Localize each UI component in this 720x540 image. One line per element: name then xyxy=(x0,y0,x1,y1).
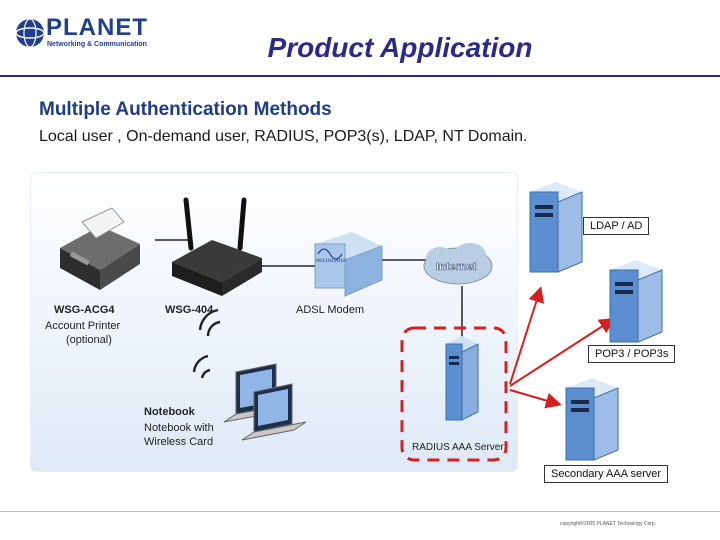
secondary-server-icon xyxy=(565,378,619,461)
ldap-server-icon xyxy=(529,182,583,273)
title-divider xyxy=(0,75,720,77)
radius-server-icon xyxy=(445,336,479,421)
modem-label: ADSL Modem xyxy=(296,304,365,316)
section-subtitle: Multiple Authentication Methods xyxy=(39,99,332,120)
methods-list: Local user , On-demand user, RADIUS, POP… xyxy=(39,128,528,145)
notebook-icon xyxy=(223,363,307,441)
planet-logo xyxy=(12,14,152,56)
copyright-text: copyright©2005 PLANET Technology Corp. xyxy=(560,521,657,527)
globe-icon xyxy=(15,18,45,48)
logo-text: PLANET xyxy=(46,14,148,41)
wireless-waves-icon xyxy=(192,308,221,379)
page-title: Product Application xyxy=(267,32,533,63)
secondary-server-label-box: Secondary AAA server xyxy=(544,465,669,483)
printer-icon xyxy=(60,207,140,290)
pop3-server-icon xyxy=(609,260,663,343)
modem-icon xyxy=(314,232,383,297)
modem-display-text: 0011010010 xyxy=(316,258,346,264)
internet-label: Internet xyxy=(436,261,477,273)
gateway-label: WSG-404 xyxy=(165,304,214,316)
notebook-label: Notebook xyxy=(144,406,195,418)
printer-caption-line1: Account Printer xyxy=(45,320,121,332)
footer-divider xyxy=(0,511,720,512)
auth-arrows xyxy=(509,286,616,409)
gateway-icon xyxy=(172,197,262,296)
notebook-caption-line1: Notebook with xyxy=(144,422,214,434)
radius-highlight-box xyxy=(400,326,508,462)
internet-cloud-icon xyxy=(423,243,493,285)
logo-tagline: Networking & Communication xyxy=(47,41,147,48)
radius-server-label: RADIUS AAA Server xyxy=(412,442,504,453)
printer-label: WSG-ACG4 xyxy=(54,304,115,316)
pop3-label-box: POP3 / POP3s xyxy=(588,345,676,363)
printer-caption-line2: (optional) xyxy=(66,334,112,346)
ldap-label-box: LDAP / AD xyxy=(583,217,650,235)
notebook-caption-line2: Wireless Card xyxy=(144,436,214,448)
